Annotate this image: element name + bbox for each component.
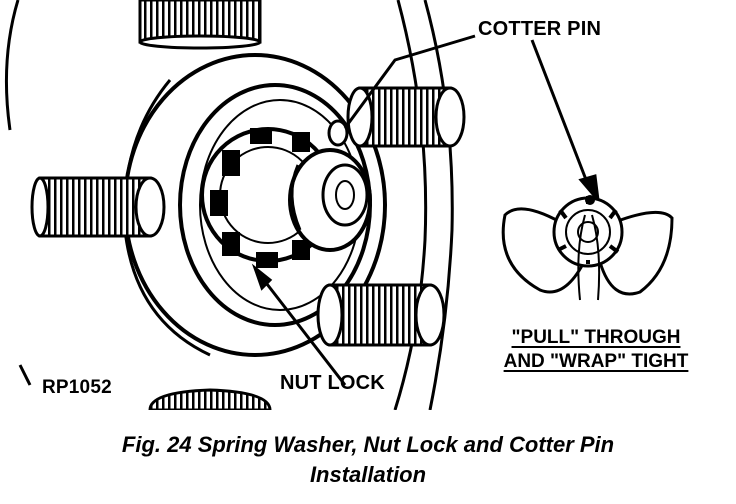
caption-line-2: Installation [309,462,427,487]
stud-lower-right [316,283,446,347]
figure-caption: Fig. 24 Spring Washer, Nut Lock and Cott… [0,430,736,490]
cotter-pin-label: COTTER PIN [478,18,602,40]
cotter-pin-leader [343,34,601,205]
cotter-pin-detail [501,195,674,301]
cotter-pin [290,119,349,231]
instruction-line-2: AND "WRAP" TIGHT [503,351,689,372]
stud-left [30,176,166,238]
nut-lock-leader [251,263,347,386]
stud-top [138,0,262,50]
hub-illustration [4,0,674,410]
stud-upper-right [346,86,466,148]
instruction-label: "PULL" THROUGH AND "WRAP" TIGHT [486,326,706,374]
nut-lock-label: NUT LOCK [280,372,385,394]
reference-code: RP1052 [42,377,112,398]
spindle-nut [288,148,372,252]
stud-bottom [148,388,272,410]
instruction-line-1: "PULL" THROUGH [511,327,681,348]
caption-line-1: Fig. 24 Spring Washer, Nut Lock and Cott… [121,432,615,457]
wheel-rim [4,0,454,410]
